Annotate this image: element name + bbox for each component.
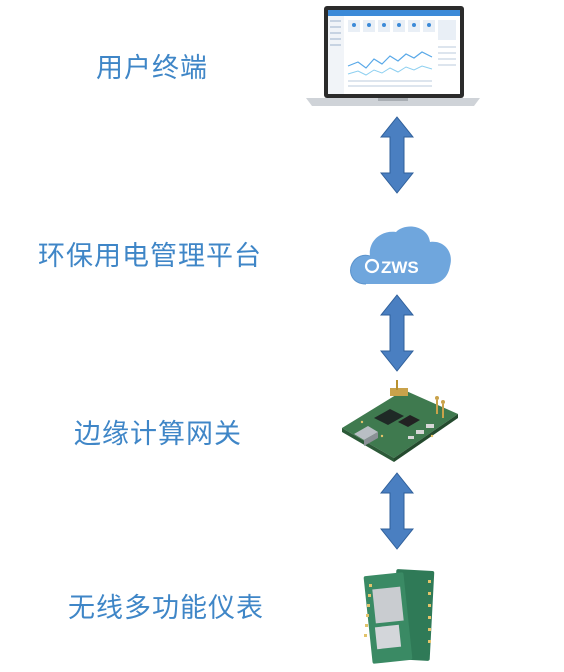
layer-label-user-terminal: 用户终端 <box>96 53 208 84</box>
layer-label-edge-gateway: 边缘计算网关 <box>74 419 242 450</box>
wireless-module-icon <box>363 569 435 664</box>
cloud-icon: ZWS <box>350 226 451 285</box>
bidirectional-arrow-2 <box>380 294 414 372</box>
layer-label-management-platform: 环保用电管理平台 <box>38 241 262 272</box>
laptop-icon <box>306 6 480 106</box>
cloud-icon-text: ZWS <box>381 258 419 277</box>
layer-label-wireless-meter: 无线多功能仪表 <box>68 593 264 624</box>
circuit-board-icon <box>342 380 458 462</box>
bidirectional-arrow-3 <box>380 472 414 550</box>
bidirectional-arrow-1 <box>380 116 414 194</box>
